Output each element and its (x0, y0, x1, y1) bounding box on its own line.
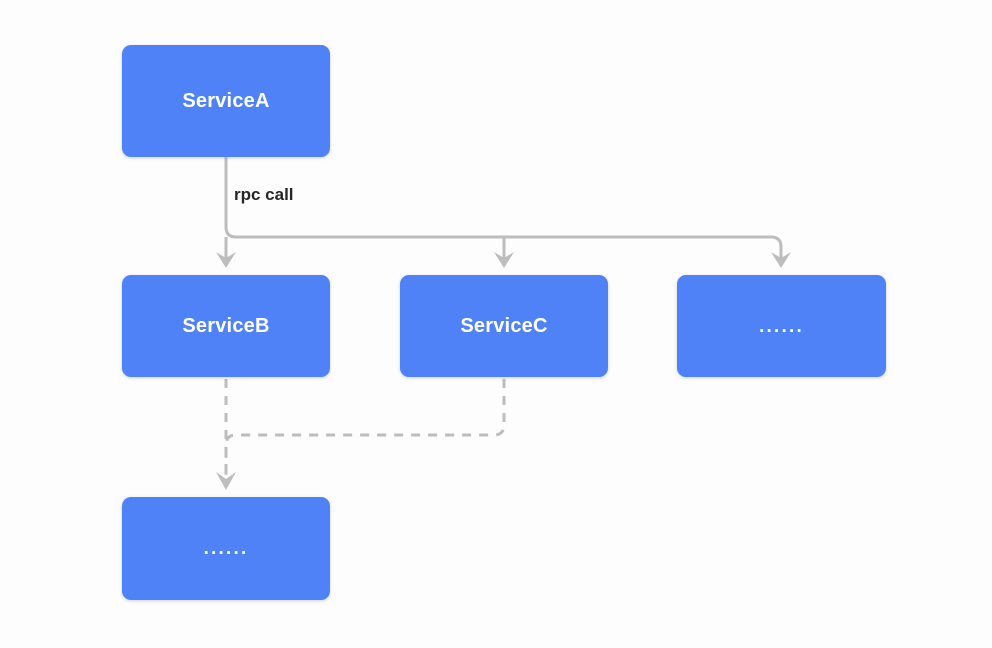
node-more-services[interactable]: ...... (677, 275, 886, 377)
node-serviceA[interactable]: ServiceA (122, 45, 330, 157)
node-serviceC[interactable]: ServiceC (400, 275, 608, 377)
edge-serviceA-trunk (224, 157, 783, 258)
arrowhead-to-serviceC (494, 252, 514, 268)
node-serviceB[interactable]: ServiceB (122, 275, 330, 377)
edge-label-rpc-call: rpc call (234, 185, 294, 204)
node-serviceC-label: ServiceC (460, 315, 548, 337)
node-more-downstream[interactable]: ...... (122, 497, 330, 600)
arrowhead-to-serviceB (216, 252, 236, 268)
edge-serviceC-to-downstream (224, 379, 506, 478)
node-serviceA-label: ServiceA (182, 90, 270, 112)
node-more-downstream-label: ...... (203, 538, 249, 559)
node-serviceB-label: ServiceB (182, 315, 270, 337)
node-more-services-label: ...... (759, 315, 804, 337)
arrowhead-to-more-downstream (216, 472, 236, 490)
arrowhead-to-more-services (771, 252, 791, 268)
